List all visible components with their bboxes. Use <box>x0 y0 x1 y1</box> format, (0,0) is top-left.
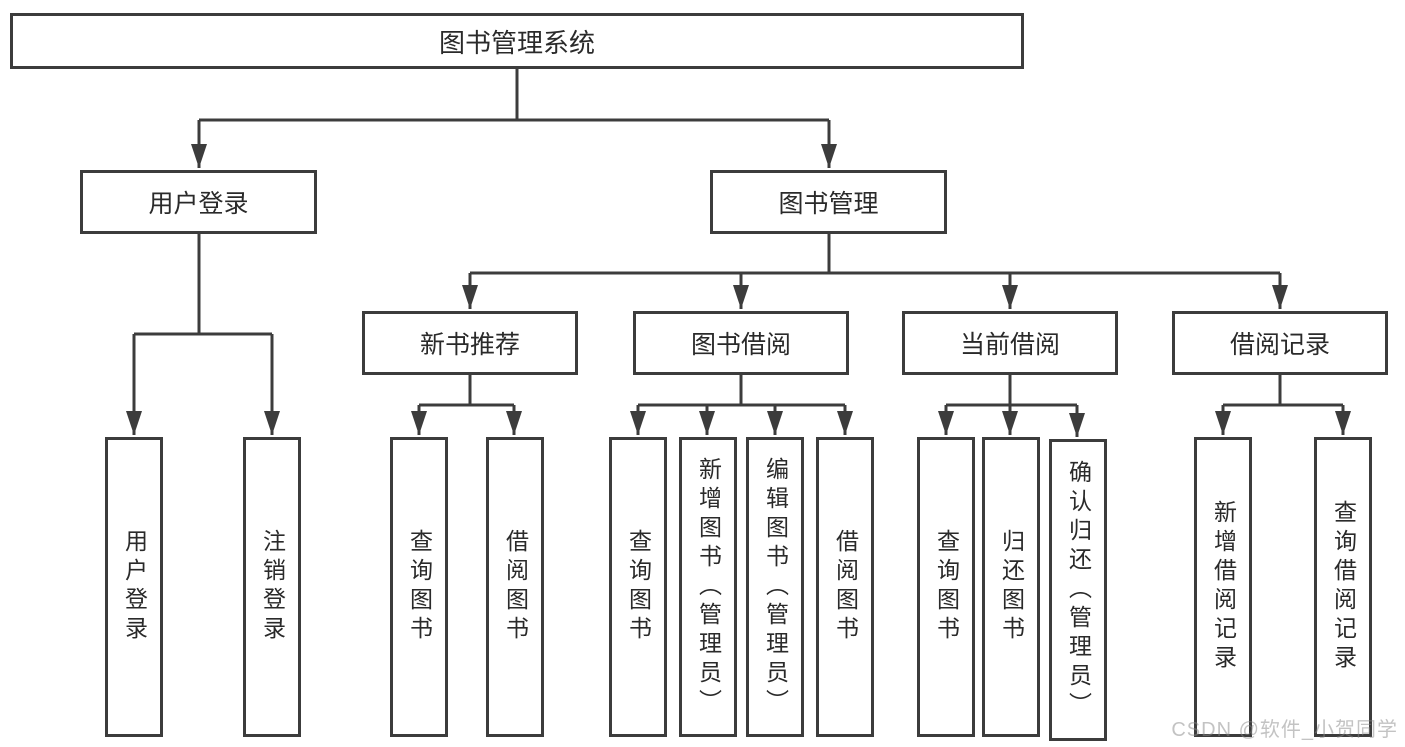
leaf-edit-book-admin: 编辑图书（管理员） <box>746 437 804 737</box>
leaf-add-borrow-record: 新增借阅记录 <box>1194 437 1252 737</box>
leaf-label: 归还图书 <box>998 529 1025 645</box>
leaf-query-books-current: 查询图书 <box>917 437 975 737</box>
leaf-label: 新增借阅记录 <box>1210 500 1237 674</box>
node-book-management: 图书管理 <box>710 170 947 234</box>
leaf-confirm-return-admin: 确认归还（管理员） <box>1049 439 1107 741</box>
leaf-label: 查询图书 <box>625 529 652 645</box>
csdn-watermark: CSDN @软件_小贺同学 <box>1171 719 1398 741</box>
node-new-book-recommend: 新书推荐 <box>362 311 578 375</box>
leaf-label: 查询图书 <box>406 529 433 645</box>
leaf-add-book-admin: 新增图书（管理员） <box>679 437 737 737</box>
node-user-login: 用户登录 <box>80 170 317 234</box>
leaf-borrow-books: 借阅图书 <box>816 437 874 737</box>
leaf-return-book: 归还图书 <box>982 437 1040 737</box>
leaf-label: 查询图书 <box>933 529 960 645</box>
leaf-label: 编辑图书（管理员） <box>762 456 789 718</box>
leaf-label: 借阅图书 <box>832 529 859 645</box>
leaf-logout: 注销登录 <box>243 437 301 737</box>
leaf-label: 注销登录 <box>259 529 286 645</box>
leaf-borrow-books-recommend: 借阅图书 <box>486 437 544 737</box>
leaf-query-books-recommend: 查询图书 <box>390 437 448 737</box>
node-root-system: 图书管理系统 <box>10 13 1024 69</box>
node-borrowing-records: 借阅记录 <box>1172 311 1388 375</box>
leaf-user-login: 用户登录 <box>105 437 163 737</box>
leaf-label: 确认归还（管理员） <box>1065 459 1092 721</box>
node-current-borrowing: 当前借阅 <box>902 311 1118 375</box>
leaf-label: 借阅图书 <box>502 529 529 645</box>
leaf-label: 用户登录 <box>121 529 148 645</box>
leaf-label: 查询借阅记录 <box>1330 500 1357 674</box>
node-book-borrowing: 图书借阅 <box>633 311 849 375</box>
leaf-label: 新增图书（管理员） <box>695 456 722 718</box>
leaf-query-borrow-record: 查询借阅记录 <box>1314 437 1372 737</box>
leaf-query-books-borrow: 查询图书 <box>609 437 667 737</box>
